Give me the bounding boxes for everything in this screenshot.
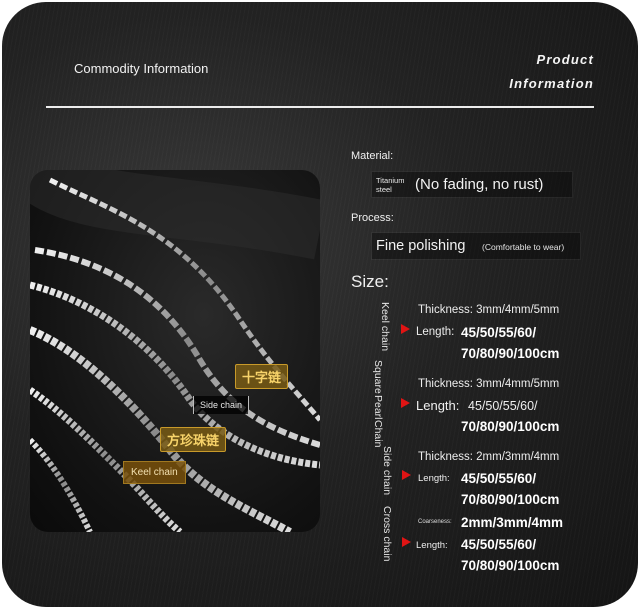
side-length-values: 45/50/55/60/ 70/80/90/100cm: [461, 468, 559, 510]
tag-square-pearl-chain: 方珍珠链: [160, 427, 227, 452]
square-thickness: Thickness: 3mm/4mm/5mm: [418, 378, 560, 390]
cross-length-line-1: 45/50/55/60/: [461, 537, 537, 552]
square-name-2: Pearl: [372, 394, 384, 420]
commodity-information-title: Commodity Information: [74, 61, 209, 76]
material-small-line-2: steel: [376, 185, 392, 194]
chains-illustration: [30, 170, 320, 532]
side-length-line-2: 70/80/90/100cm: [461, 492, 560, 507]
square-name-1: Square: [372, 360, 384, 394]
side-length-label: Length:: [418, 473, 450, 484]
process-box: Fine polishing (Comfortable to wear): [372, 233, 580, 259]
material-small-text: Titanium steel: [376, 176, 404, 194]
chains-photo: 十字链 Side chain 方珍珠链 Keel chain: [30, 170, 320, 532]
side-arrow-icon: [402, 470, 411, 480]
square-length-label: Length:: [416, 398, 460, 413]
side-chain-name: Side chain: [381, 446, 393, 496]
keel-length-line-1: 45/50/55/60/: [461, 325, 537, 340]
product-information-heading: Product Information: [509, 48, 594, 96]
material-description: (No fading, no rust): [415, 176, 544, 193]
material-box: Titanium steel (No fading, no rust): [372, 172, 572, 197]
tag-keel-chain: Keel chain: [123, 461, 186, 484]
square-arrow-icon: [401, 398, 410, 408]
process-note: (Comfortable to wear): [482, 242, 565, 252]
square-length-line-2: 70/80/90/100cm: [461, 419, 560, 434]
tag-side-chain: Side chain: [193, 396, 250, 414]
coarseness-values: 2mm/3mm/4mm: [461, 515, 564, 530]
square-pearl-chain-name: Square Pearl Chain: [372, 360, 384, 448]
size-label: Size:: [351, 272, 389, 291]
side-thickness: Thickness: 2mm/3mm/4mm: [418, 451, 560, 463]
heading-line-2: Information: [509, 76, 594, 91]
keel-length-label: Length:: [416, 326, 455, 338]
square-length-line-1: 45/50/55/60/: [468, 399, 538, 413]
keel-length-line-2: 70/80/90/100cm: [461, 346, 560, 361]
cross-length-label: Length:: [416, 540, 448, 551]
keel-length-values: 45/50/55/60/ 70/80/90/100cm: [461, 322, 559, 364]
heading-line-1: Product: [536, 52, 594, 67]
process-description: Fine polishing: [376, 238, 466, 254]
tag-cross-chain: 十字链: [235, 364, 289, 389]
square-name-3: Chain: [372, 420, 384, 448]
cross-chain-name: Cross chain: [381, 506, 393, 562]
keel-chain-name: Keel chain: [379, 302, 391, 352]
header-divider: [46, 106, 594, 108]
material-label: Material:: [351, 150, 394, 162]
keel-thickness: Thickness: 3mm/4mm/5mm: [418, 304, 560, 316]
keel-arrow-icon: [401, 324, 410, 334]
cross-length-values: 45/50/55/60/ 70/80/90/100cm: [461, 534, 559, 576]
cross-arrow-icon: [402, 537, 411, 547]
cross-length-line-2: 70/80/90/100cm: [461, 558, 560, 573]
material-small-line-1: Titanium: [376, 176, 405, 185]
side-length-line-1: 45/50/55/60/: [461, 471, 537, 486]
process-label: Process:: [351, 212, 394, 224]
coarseness-label: Coarseness:: [418, 519, 452, 525]
